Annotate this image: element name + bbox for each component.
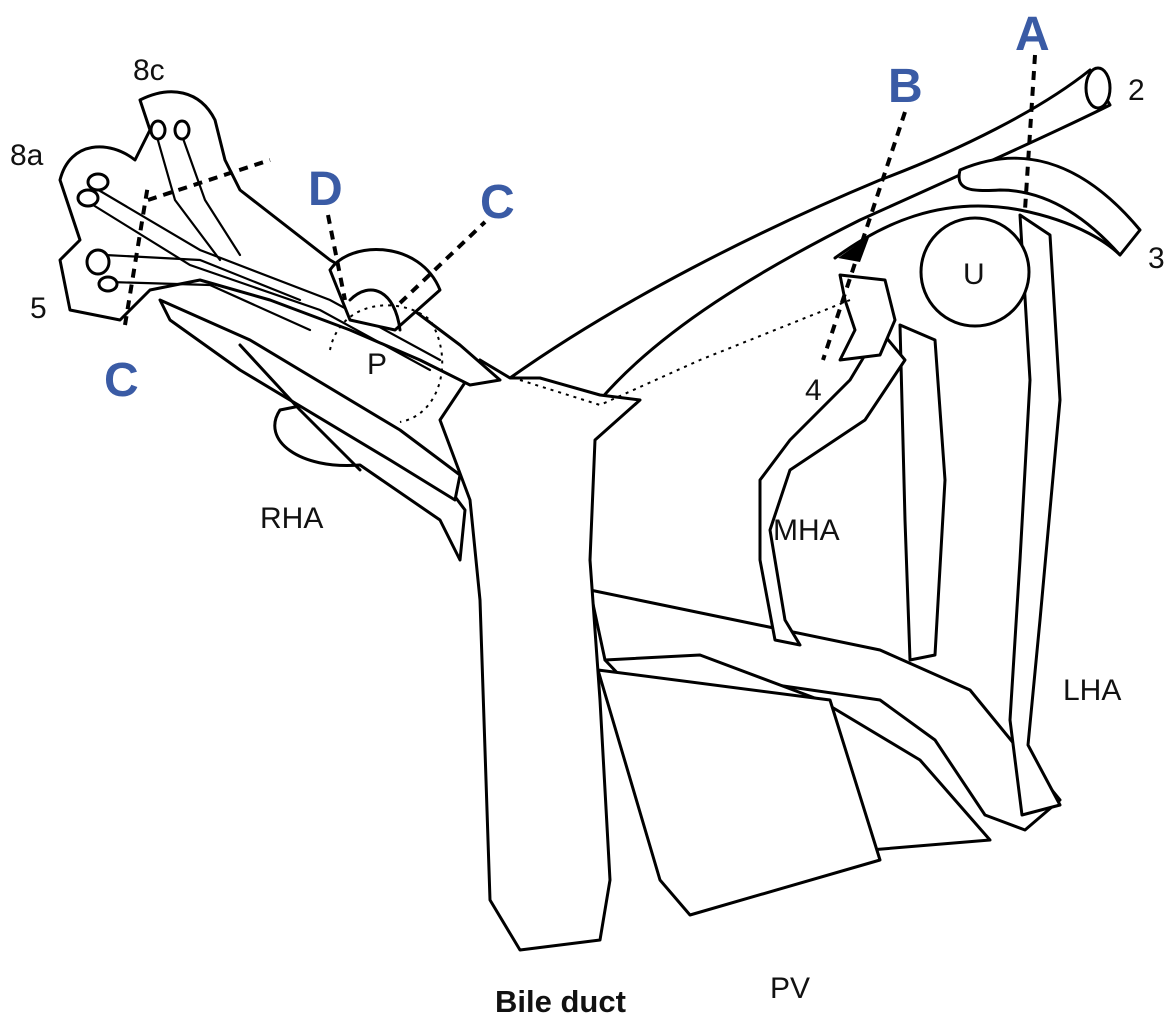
right-posterior-ducts	[60, 92, 500, 385]
label-pv: PV	[770, 972, 810, 1005]
label-segment-4: 4	[805, 374, 822, 407]
callout-c-right: C	[480, 176, 515, 229]
label-segment-3: 3	[1148, 242, 1165, 275]
callout-a: A	[1015, 8, 1050, 61]
segment-8c-duct-left-end	[151, 121, 165, 139]
segment-2-duct-end	[1086, 68, 1110, 108]
callout-d: D	[308, 163, 343, 216]
segment-8a-duct-upper-end	[88, 174, 108, 190]
portal-vein	[590, 590, 1060, 915]
label-umbilical-u: U	[963, 258, 985, 291]
middle-hepatic-artery	[760, 330, 905, 645]
label-portal-p: P	[367, 348, 387, 381]
callout-b: B	[888, 60, 923, 113]
segment-8c-duct-right-end	[175, 121, 189, 139]
label-segment-5: 5	[30, 292, 47, 325]
segment-5-duct-upper-end	[87, 250, 109, 274]
label-segment-8c: 8c	[133, 54, 165, 87]
label-rha: RHA	[260, 502, 323, 535]
transection-arrowhead-b	[838, 235, 870, 262]
segment-5-duct-lower-end	[99, 277, 117, 291]
label-bile-duct: Bile duct	[495, 984, 626, 1019]
label-lha: LHA	[1063, 674, 1121, 707]
callout-c-left: C	[104, 354, 139, 407]
label-segment-8a: 8a	[10, 139, 44, 172]
label-mha: MHA	[773, 514, 840, 547]
label-segment-2: 2	[1128, 74, 1145, 107]
segment-8a-duct-lower-end	[78, 190, 98, 206]
